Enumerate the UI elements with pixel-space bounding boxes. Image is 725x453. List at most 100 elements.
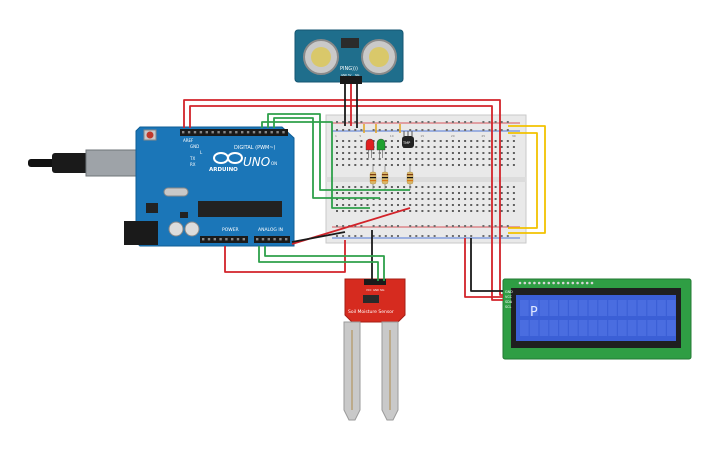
rail-hole[interactable] [464, 225, 467, 227]
rail-hole[interactable] [445, 121, 448, 123]
breadboard-hole[interactable] [464, 210, 467, 212]
breadboard-hole[interactable] [494, 210, 497, 212]
power-pin[interactable] [213, 238, 216, 241]
breadboard-hole[interactable] [433, 204, 436, 206]
breadboard-hole[interactable] [451, 152, 454, 154]
breadboard-hole[interactable] [384, 204, 387, 206]
rail-hole[interactable] [506, 129, 509, 131]
breadboard-hole[interactable] [512, 192, 515, 194]
breadboard-hole[interactable] [342, 146, 345, 148]
digital-pin[interactable] [241, 131, 244, 134]
breadboard-hole[interactable] [421, 158, 424, 160]
breadboard-hole[interactable] [360, 164, 363, 166]
breadboard-hole[interactable] [500, 158, 503, 160]
rail-hole[interactable] [470, 225, 473, 227]
breadboard-hole[interactable] [336, 158, 338, 160]
rail-hole[interactable] [421, 121, 424, 123]
breadboard-hole[interactable] [421, 146, 424, 148]
breadboard-hole[interactable] [476, 164, 479, 166]
rail-hole[interactable] [415, 129, 418, 131]
breadboard-hole[interactable] [464, 140, 467, 142]
analog-pin[interactable] [267, 238, 270, 241]
breadboard-hole[interactable] [445, 140, 448, 142]
rail-hole[interactable] [378, 235, 381, 237]
rail-hole[interactable] [427, 121, 430, 123]
rail-hole[interactable] [390, 225, 393, 227]
breadboard-hole[interactable] [433, 210, 436, 212]
led-green[interactable] [376, 138, 386, 158]
digital-pin[interactable] [235, 131, 238, 134]
power-header[interactable] [200, 236, 248, 243]
breadboard-hole[interactable] [360, 198, 363, 200]
breadboard-hole[interactable] [512, 152, 515, 154]
breadboard-hole[interactable] [445, 186, 448, 188]
breadboard-hole[interactable] [445, 204, 448, 206]
breadboard-hole[interactable] [421, 140, 424, 142]
breadboard-hole[interactable] [470, 186, 473, 188]
breadboard-hole[interactable] [336, 204, 338, 206]
breadboard-hole[interactable] [397, 198, 399, 200]
rail-hole[interactable] [464, 129, 467, 131]
breadboard-hole[interactable] [451, 164, 454, 166]
rail-hole[interactable] [451, 121, 454, 123]
breadboard-hole[interactable] [390, 146, 393, 148]
breadboard-hole[interactable] [415, 186, 418, 188]
rail-hole[interactable] [427, 235, 430, 237]
breadboard-hole[interactable] [342, 164, 345, 166]
breadboard-hole[interactable] [384, 152, 387, 154]
breadboard-hole[interactable] [336, 210, 338, 212]
breadboard-hole[interactable] [421, 210, 424, 212]
breadboard-hole[interactable] [439, 146, 442, 148]
breadboard-hole[interactable] [488, 204, 491, 206]
breadboard-hole[interactable] [500, 164, 503, 166]
breadboard-hole[interactable] [415, 158, 418, 160]
power-pin[interactable] [231, 238, 234, 241]
breadboard-hole[interactable] [445, 158, 448, 160]
breadboard-hole[interactable] [464, 146, 467, 148]
breadboard-hole[interactable] [512, 158, 515, 160]
breadboard-hole[interactable] [464, 164, 467, 166]
rail-hole[interactable] [445, 129, 448, 131]
breadboard-hole[interactable] [470, 158, 473, 160]
breadboard-hole[interactable] [451, 198, 454, 200]
rail-hole[interactable] [409, 121, 412, 123]
breadboard-hole[interactable] [366, 158, 369, 160]
breadboard-hole[interactable] [488, 210, 491, 212]
breadboard-hole[interactable] [409, 198, 412, 200]
power-pin[interactable] [202, 238, 205, 241]
breadboard-hole[interactable] [372, 186, 375, 188]
breadboard-hole[interactable] [482, 204, 485, 206]
breadboard-hole[interactable] [427, 140, 430, 142]
breadboard-hole[interactable] [366, 186, 369, 188]
rail-hole[interactable] [348, 129, 351, 131]
breadboard-hole[interactable] [451, 186, 454, 188]
breadboard-hole[interactable] [403, 210, 406, 212]
breadboard-hole[interactable] [476, 152, 479, 154]
breadboard-hole[interactable] [445, 146, 448, 148]
breadboard-hole[interactable] [360, 140, 363, 142]
breadboard-hole[interactable] [336, 146, 338, 148]
rail-hole[interactable] [482, 235, 485, 237]
digital-pin[interactable] [193, 131, 197, 134]
breadboard-hole[interactable] [439, 198, 442, 200]
breadboard-hole[interactable] [439, 158, 442, 160]
power-pin[interactable] [236, 238, 240, 241]
breadboard-hole[interactable] [439, 152, 442, 154]
breadboard-hole[interactable] [506, 186, 509, 188]
rail-hole[interactable] [464, 235, 467, 237]
rail-hole[interactable] [500, 129, 503, 131]
analog-header[interactable] [254, 236, 290, 243]
breadboard-hole[interactable] [421, 186, 424, 188]
breadboard-hole[interactable] [354, 192, 357, 194]
breadboard-hole[interactable] [500, 140, 503, 142]
rail-hole[interactable] [500, 225, 503, 227]
breadboard-hole[interactable] [360, 204, 363, 206]
breadboard-hole[interactable] [482, 164, 485, 166]
breadboard-hole[interactable] [390, 204, 393, 206]
breadboard-hole[interactable] [451, 146, 454, 148]
breadboard-hole[interactable] [397, 140, 399, 142]
rail-hole[interactable] [433, 235, 436, 237]
breadboard-hole[interactable] [427, 192, 430, 194]
breadboard-hole[interactable] [482, 210, 485, 212]
breadboard-hole[interactable] [372, 204, 375, 206]
